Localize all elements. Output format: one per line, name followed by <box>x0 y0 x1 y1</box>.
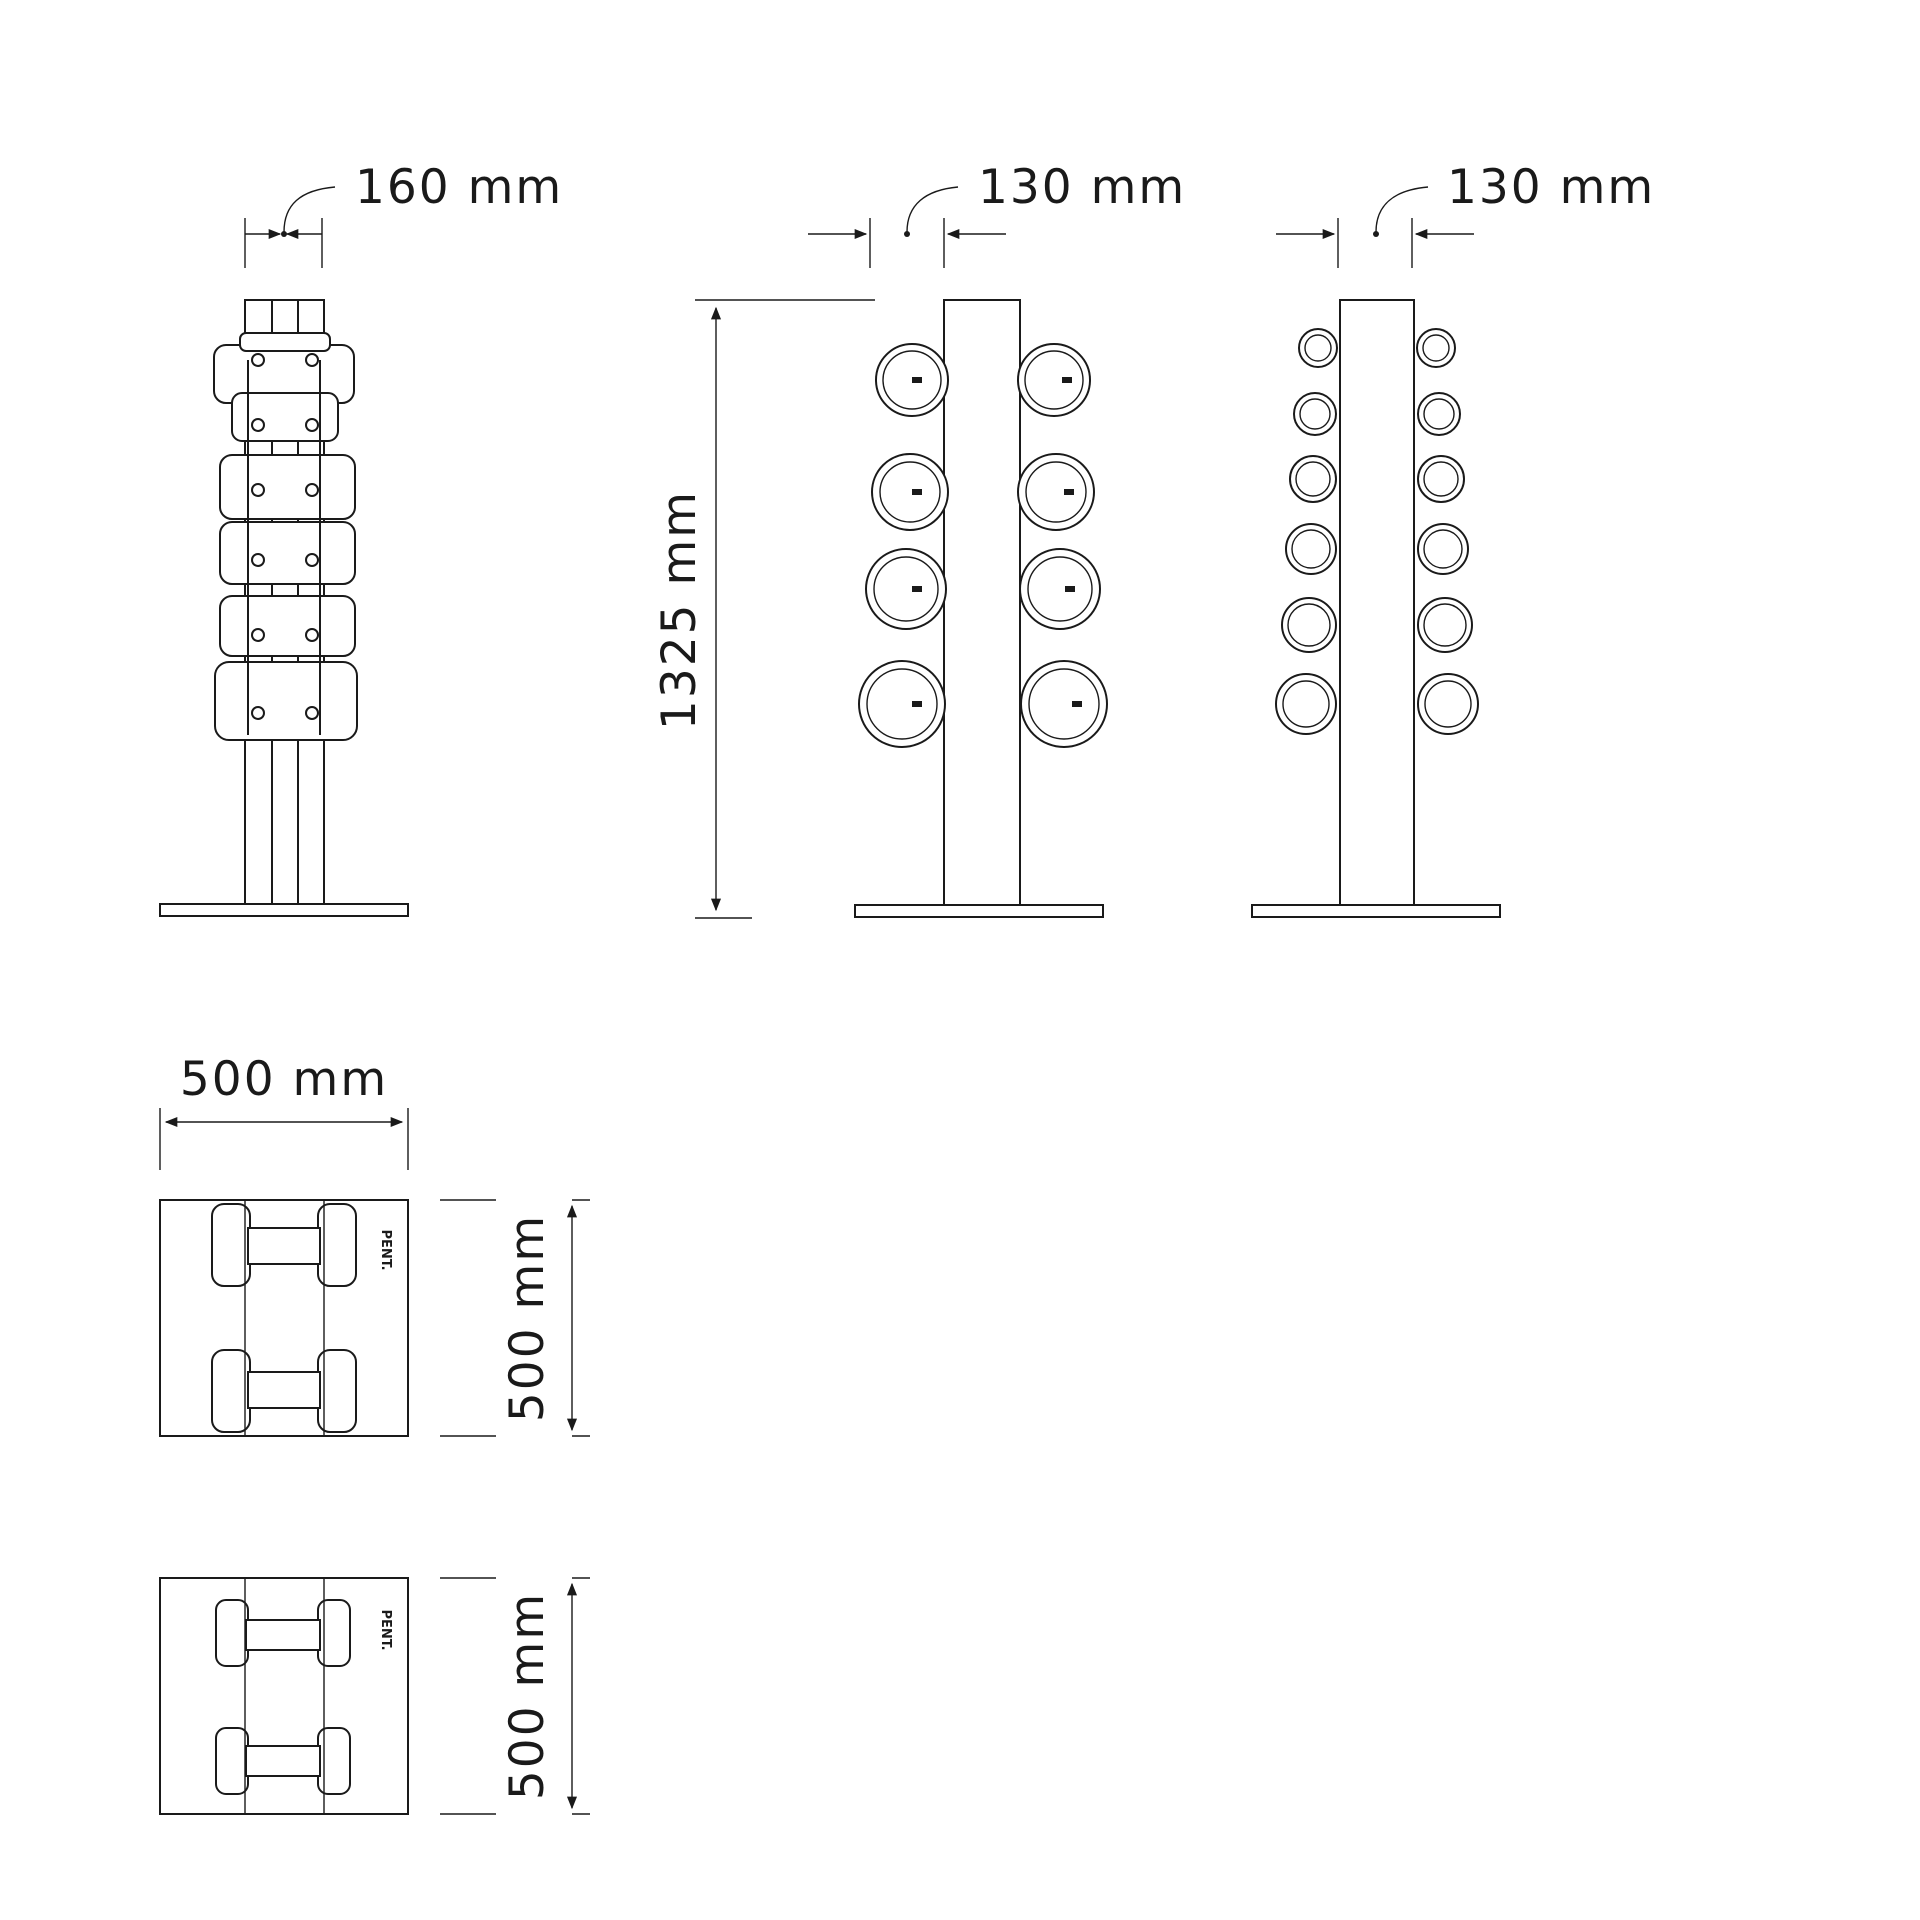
top-small-brand: PENT. <box>378 1609 393 1650</box>
side-view: 160 mm <box>159 160 563 917</box>
top-large-width-dimension: 500 mm <box>159 1052 409 1170</box>
top-large-brand: PENT. <box>378 1229 393 1270</box>
top-large-depth-dimension: 500 mm <box>440 1199 590 1437</box>
front-small-width-label: 130 mm <box>1447 160 1655 215</box>
top-small-depth-dimension: 500 mm <box>440 1577 590 1815</box>
front-view-large: 130 mm 1325 mm <box>652 160 1186 919</box>
side-dumbbells <box>213 332 358 741</box>
front-small-width-dimension: 130 mm <box>1276 160 1655 268</box>
top-large-width-label: 500 mm <box>180 1052 388 1107</box>
height-label: 1325 mm <box>652 490 707 730</box>
front-large-width-dimension: 130 mm <box>808 160 1186 268</box>
front-large-width-label: 130 mm <box>978 160 1186 215</box>
height-dimension: 1325 mm <box>652 299 875 919</box>
front-view-small: 130 mm <box>1251 160 1655 918</box>
side-width-dimension: 160 mm <box>244 160 563 268</box>
top-view-large: 500 mm PENT. 500 mm <box>159 1052 590 1437</box>
top-view-small: PENT. 500 mm <box>159 1577 590 1815</box>
side-width-label: 160 mm <box>355 160 563 215</box>
top-small-depth-label: 500 mm <box>500 1592 555 1800</box>
top-large-depth-label: 500 mm <box>500 1214 555 1422</box>
front-small-plates <box>1275 328 1479 735</box>
front-large-plates <box>858 343 1108 748</box>
